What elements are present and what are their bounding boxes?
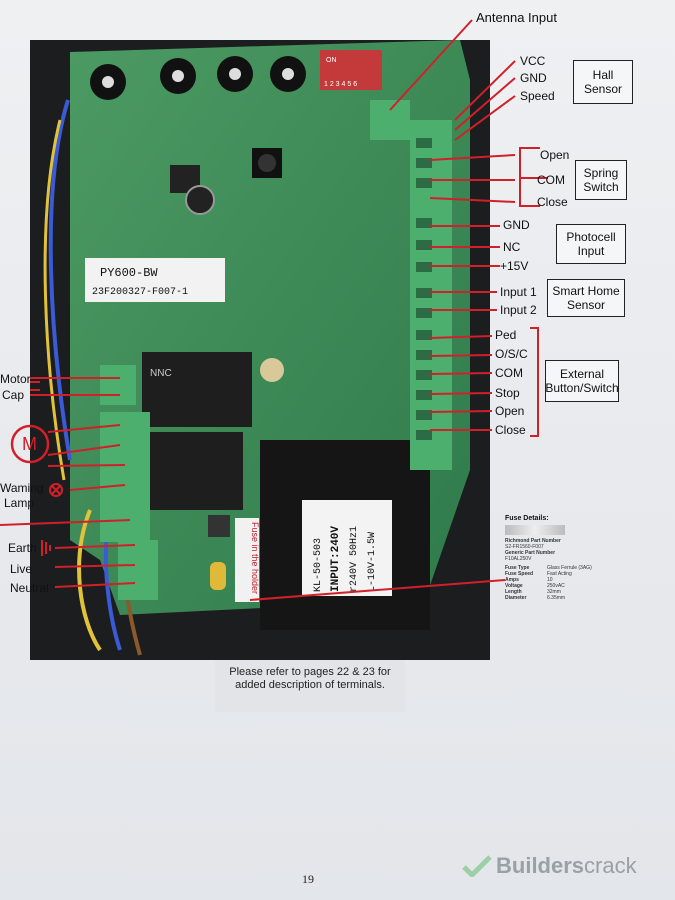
terminal-screws-right bbox=[416, 138, 432, 440]
page-number: 19 bbox=[302, 872, 314, 886]
relay-large bbox=[142, 352, 252, 427]
label-com-ext: COM bbox=[495, 366, 523, 380]
transformer-text-2: INPUT:240V bbox=[330, 526, 342, 592]
fuse-details-title: Fuse Details: bbox=[505, 515, 549, 522]
fuse-part-label: Richmond Part Number bbox=[505, 538, 561, 544]
fuse-part-number: S2-FR1560-F007 bbox=[505, 544, 544, 550]
wire-blue bbox=[48, 99, 72, 461]
label-nc: NC bbox=[503, 240, 521, 254]
box-hall-sensor: Hall Sensor bbox=[573, 60, 633, 104]
label-com-spring: COM bbox=[537, 173, 565, 187]
label-ped: Ped bbox=[495, 328, 517, 342]
pcb-board: ON 1 2 3 4 5 6 PY600-BW 23F200327-F007-1… bbox=[30, 40, 490, 660]
box-external-button-switch: External Button/Switch bbox=[545, 360, 619, 402]
terminal-power bbox=[118, 540, 158, 600]
terminal-left bbox=[100, 412, 150, 542]
model-line1: PY600-BW bbox=[100, 266, 158, 280]
capacitor bbox=[185, 185, 215, 215]
box-smart-home-sensor: Smart Home Sensor bbox=[547, 279, 625, 317]
fuse-image bbox=[505, 525, 565, 535]
wire-yellow bbox=[43, 119, 66, 481]
label-close-spring: Close bbox=[537, 195, 568, 209]
box-photocell-input: Photocell Input bbox=[556, 224, 626, 264]
watermark-brand2: crack bbox=[584, 853, 637, 878]
label-stop: Stop bbox=[495, 386, 520, 400]
transformer-text-4: L-10V-1.5W bbox=[367, 532, 378, 592]
fuse-sticker-text: Fuse in the holder bbox=[250, 522, 260, 594]
fuse-details: Fuse Details: Richmond Part Number S2-FR… bbox=[505, 515, 615, 625]
box-spring-switch: Spring Switch bbox=[575, 160, 627, 200]
dip-on: ON bbox=[326, 57, 337, 64]
dip-switch bbox=[320, 50, 382, 90]
label-gnd-photo: GND bbox=[503, 218, 530, 232]
dip-numbers: 1 2 3 4 5 6 bbox=[324, 81, 357, 88]
fuse-generic: F10AL250V bbox=[505, 556, 532, 562]
relay-small bbox=[148, 432, 243, 510]
label-neutral: Neutral bbox=[10, 581, 49, 595]
potentiometers bbox=[90, 56, 306, 100]
label-warning: Waming bbox=[0, 481, 44, 495]
label-speed: Speed bbox=[520, 89, 555, 103]
label-antenna-input: Antenna Input bbox=[476, 10, 557, 25]
label-close-ext: Close bbox=[495, 423, 526, 437]
transformer-text-3: r240V 50Hz1 bbox=[349, 526, 360, 592]
label-osc: O/S/C bbox=[495, 347, 528, 361]
transformer-text-1: KL-50-503 bbox=[313, 538, 324, 592]
model-label bbox=[85, 258, 225, 302]
label-lamp: Lamp bbox=[4, 496, 35, 510]
model-line2: 23F200327-F007-1 bbox=[92, 287, 188, 298]
label-motor: Motor bbox=[0, 372, 31, 386]
fuse-holder bbox=[208, 515, 230, 537]
capacitor-2 bbox=[260, 358, 284, 382]
label-gnd-hall: GND bbox=[520, 71, 547, 85]
label-live: Live bbox=[10, 562, 33, 576]
terminal-note: Please refer to pages 22 & 23 for added … bbox=[215, 660, 405, 712]
label-open-spring: Open bbox=[540, 148, 570, 162]
motor-symbol-letter: M bbox=[22, 434, 37, 454]
label-cap: Cap bbox=[2, 388, 25, 402]
label-open-ext: Open bbox=[495, 404, 525, 418]
fuse-generic-label: Generic Part Number bbox=[505, 550, 556, 556]
builderscrack-logo-icon bbox=[462, 855, 492, 877]
label-input2: Input 2 bbox=[500, 303, 537, 317]
yellow-capacitor bbox=[210, 562, 226, 590]
label-earth: Earth bbox=[8, 541, 37, 555]
label-15v: +15V bbox=[500, 259, 529, 273]
relay-brand: NNC bbox=[150, 368, 172, 379]
hall-connector bbox=[370, 100, 410, 140]
label-input1: Input 1 bbox=[500, 285, 537, 299]
terminal-motor-cap bbox=[100, 365, 136, 405]
watermark-brand: Builders bbox=[496, 853, 585, 878]
label-vcc: VCC bbox=[520, 54, 546, 68]
